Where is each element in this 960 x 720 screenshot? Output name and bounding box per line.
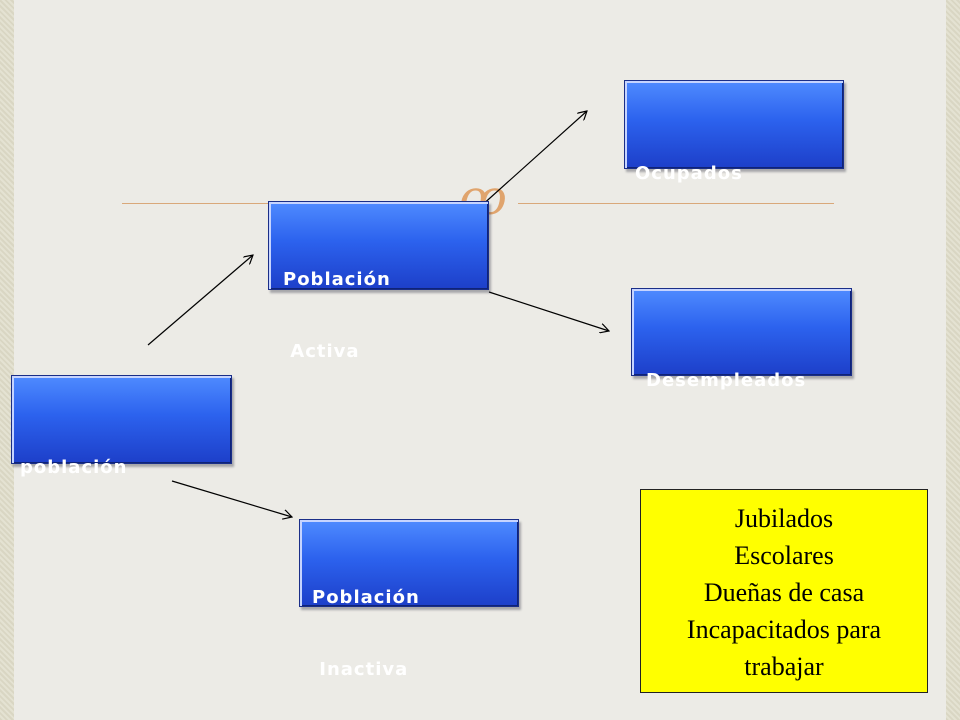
edge-poblacion-activa — [147, 255, 253, 346]
node-poblacion: población — [11, 375, 232, 478]
node-activa-label-line1: Población — [283, 269, 391, 290]
note-line-escolares: Escolares — [734, 541, 834, 570]
note-line-jubilados: Jubilados — [734, 504, 834, 533]
note-line-incapacitados: Incapacitados para — [686, 615, 882, 644]
node-desempleados: Desempleados — [631, 288, 852, 391]
note-line-duenas: Dueñas de casa — [703, 578, 865, 607]
node-inactiva-label-line1: Población — [312, 587, 420, 608]
edge-activa-desempleados — [488, 291, 609, 331]
node-poblacion-label: población — [20, 457, 128, 478]
node-inactiva-label-line2: Inactiva — [312, 659, 409, 680]
node-poblacion-activa: Población Activa — [268, 201, 489, 362]
node-poblacion-inactiva: Población Inactiva — [299, 519, 519, 680]
node-ocupados: Ocupados — [624, 80, 844, 184]
node-desempleados-label: Desempleados — [646, 370, 807, 391]
edge-activa-ocupados — [479, 111, 587, 208]
edge-poblacion-inactiva — [171, 480, 292, 517]
right-frame-border — [946, 0, 960, 720]
node-activa-label-line2: Activa — [283, 341, 360, 362]
left-frame-border — [0, 0, 14, 720]
note-line-trabajar: trabajar — [744, 652, 824, 681]
node-ocupados-label: Ocupados — [635, 163, 743, 184]
inactive-categories-note: Jubilados Escolares Dueñas de casa Incap… — [640, 489, 928, 693]
